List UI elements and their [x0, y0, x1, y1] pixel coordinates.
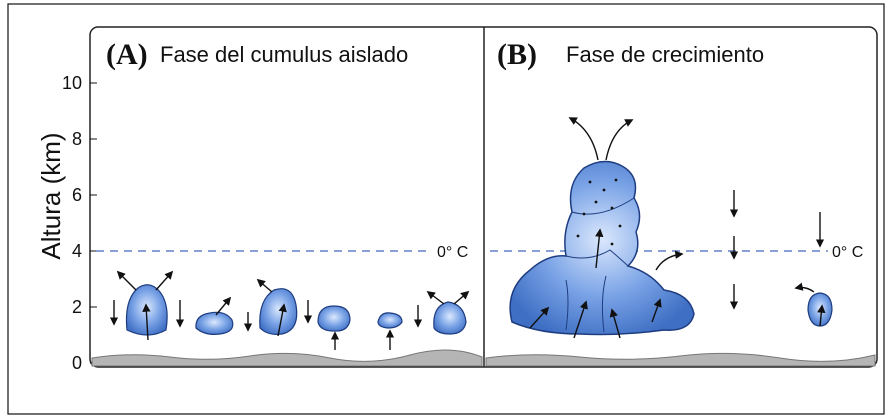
y-tick-10: 10 [62, 73, 82, 93]
y-axis-label: Altura (km) [36, 132, 66, 259]
y-tick-8: 8 [72, 129, 82, 149]
panel-b-letter: (B) [497, 38, 537, 71]
downdraft-arrows-b [729, 190, 825, 310]
ground-b [485, 352, 876, 367]
y-tick-6: 6 [72, 185, 82, 205]
cumulus-cloud-4 [317, 305, 351, 350]
ground-a [91, 349, 483, 367]
y-tick-4: 4 [72, 241, 82, 261]
y-tick-0: 0 [72, 353, 82, 373]
panel-a-title: Fase del cumulus aislado [160, 42, 408, 67]
cumulus-cloud-5 [377, 312, 403, 350]
small-cloud-b [794, 282, 833, 327]
isotherm-label-a: 0° C [437, 244, 468, 261]
cumulus-cloud-1 [116, 270, 174, 341]
downdraft-arrows-a [109, 300, 423, 332]
y-tick-2: 2 [72, 297, 82, 317]
outer-frame [7, 3, 885, 415]
cumulus-cloud-3 [256, 278, 298, 337]
cumulus-cloud-2 [195, 296, 234, 335]
panel-a-letter: (A) [106, 38, 148, 71]
cumulus-cloud-6 [426, 290, 470, 335]
isotherm-label-b: 0° C [832, 244, 863, 261]
growing-cumulus-cloud [509, 117, 695, 339]
panel-b-title: Fase de crecimiento [566, 42, 764, 67]
